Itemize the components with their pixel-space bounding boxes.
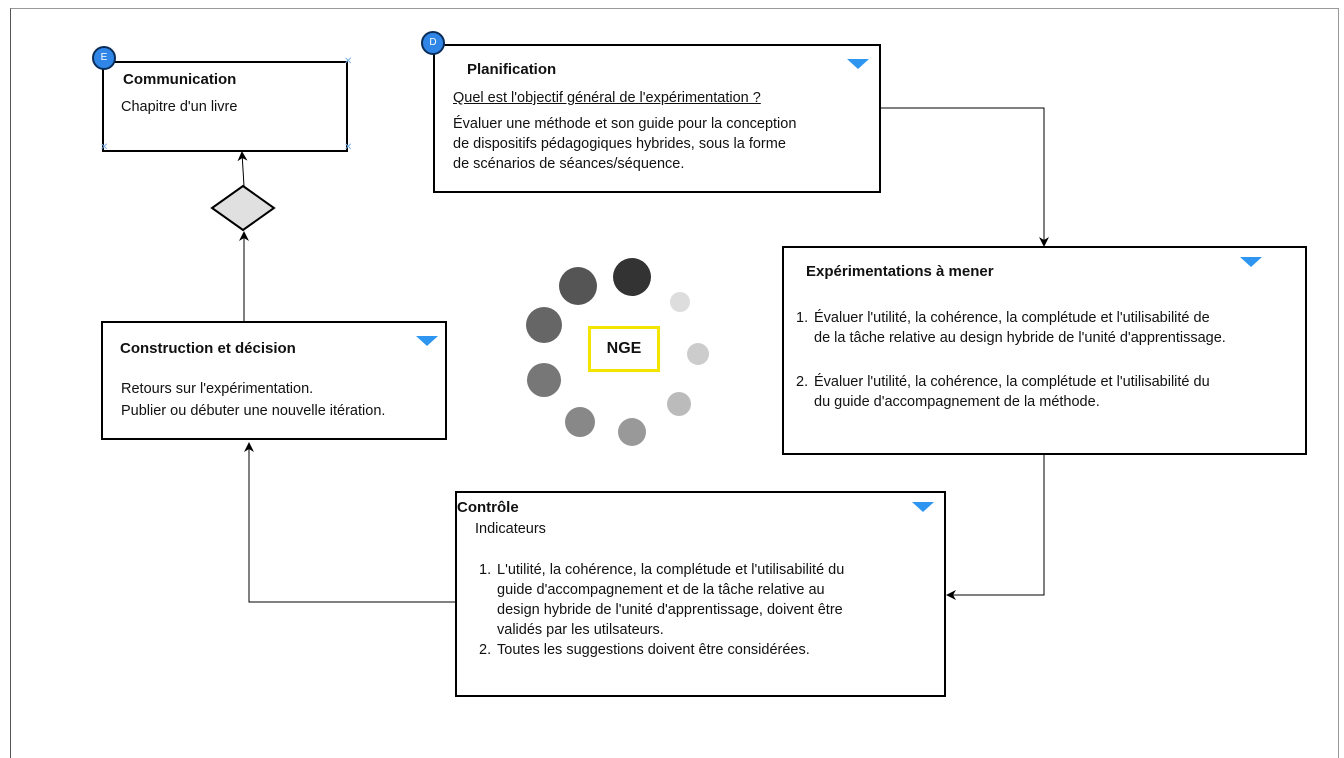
- center-label[interactable]: NGE: [588, 326, 660, 372]
- decision-diamond[interactable]: [210, 184, 276, 232]
- planification-badge[interactable]: D: [421, 31, 445, 55]
- construction-box[interactable]: Construction et décision Retours sur l'e…: [101, 321, 447, 440]
- experimentations-item-2-number: 2.: [796, 374, 809, 390]
- selection-handle[interactable]: ✕: [344, 142, 353, 153]
- construction-dropdown-icon[interactable]: [416, 336, 438, 346]
- connector-planification-experimentations: [880, 107, 1049, 247]
- planification-line-3: de scénarios de séances/séquence.: [453, 156, 685, 172]
- experimentations-item-2-line-2: du guide d'accompagnement de la méthode.: [814, 394, 1100, 410]
- planification-box[interactable]: Planification Quel est l'objectif généra…: [433, 44, 881, 193]
- construction-line-2: Publier ou débuter une nouvelle itératio…: [121, 403, 386, 419]
- controle-dropdown-icon[interactable]: [912, 502, 934, 512]
- communication-badge[interactable]: E: [92, 46, 116, 70]
- loading-spinner-icon: [526, 258, 709, 446]
- construction-line-1: Retours sur l'expérimentation.: [121, 381, 314, 397]
- experimentations-dropdown-icon[interactable]: [1240, 257, 1262, 267]
- controle-item-1-number: 1.: [479, 562, 492, 578]
- controle-item-2-number: 2.: [479, 642, 492, 658]
- connector-experimentations-controle: [946, 454, 1045, 600]
- controle-item-2-line-1: Toutes les suggestions doivent être cons…: [497, 642, 810, 658]
- connector-controle-construction: [244, 442, 455, 603]
- controle-item-1-line-4: validés par les utilsateurs.: [497, 622, 664, 638]
- experimentations-title: Expérimentations à mener: [806, 263, 994, 280]
- construction-title: Construction et décision: [120, 340, 296, 357]
- controle-box[interactable]: Contrôle Indicateurs 1. L'utilité, la co…: [455, 491, 946, 697]
- selection-handle[interactable]: ✕: [100, 142, 109, 153]
- planification-line-1: Évaluer une méthode et son guide pour la…: [453, 116, 797, 132]
- planification-line-2: de dispositifs pédagogiques hybrides, so…: [453, 136, 786, 152]
- experimentations-item-1-line-2: de la tâche relative au design hybride d…: [814, 330, 1226, 346]
- planification-question: Quel est l'objectif général de l'expérim…: [453, 90, 761, 106]
- page-frame: [10, 8, 1339, 758]
- controle-item-1-line-3: design hybride de l'unité d'apprentissag…: [497, 602, 843, 618]
- communication-box[interactable]: Communication Chapitre d'un livre ✕ ✕ ✕ …: [100, 56, 353, 153]
- controle-title: Contrôle: [457, 499, 519, 516]
- communication-body: Chapitre d'un livre: [121, 99, 238, 115]
- experimentations-item-1-number: 1.: [796, 310, 809, 326]
- selection-handle[interactable]: ✕: [344, 56, 353, 67]
- communication-title: Communication: [123, 71, 237, 88]
- experimentations-box[interactable]: Expérimentations à mener 1. Évaluer l'ut…: [782, 246, 1307, 455]
- connector-decision-communication: [237, 151, 248, 187]
- controle-subtitle: Indicateurs: [475, 521, 546, 537]
- controle-item-1-line-1: L'utilité, la cohérence, la complétude e…: [497, 562, 845, 578]
- controle-item-1-line-2: guide d'accompagnement et de la tâche re…: [497, 582, 825, 598]
- experimentations-item-2-line-1: Évaluer l'utilité, la cohérence, la comp…: [814, 374, 1210, 390]
- planification-dropdown-icon[interactable]: [847, 59, 869, 69]
- experimentations-item-1-line-1: Évaluer l'utilité, la cohérence, la comp…: [814, 310, 1210, 326]
- planification-title: Planification: [467, 61, 557, 78]
